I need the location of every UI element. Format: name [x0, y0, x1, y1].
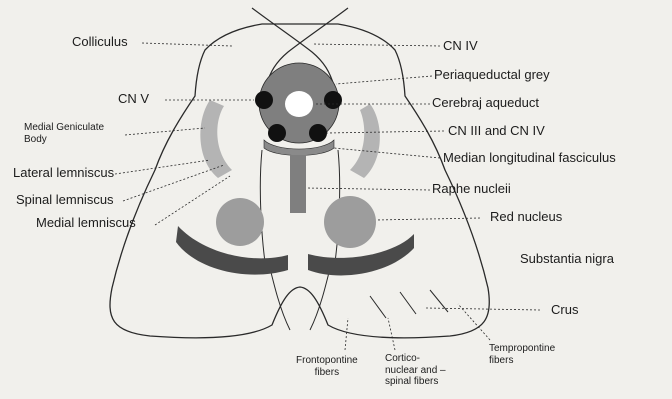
- cn-iii-iv-nucleus-left: [268, 124, 286, 142]
- label-cerebral-aqueduct: Cerebraj aqueduct: [432, 96, 539, 111]
- label-lateral-lemniscus: Lateral lemniscus: [13, 166, 114, 181]
- label-tempropontine-fibers: Tempropontine fibers: [489, 343, 555, 366]
- cn-v-nucleus-right: [324, 91, 342, 109]
- label-raphe-nuclei: Raphe nucleii: [432, 182, 511, 197]
- crus-fibers: [370, 290, 448, 318]
- lateral-lemniscus-right: [350, 104, 380, 178]
- label-cn-iii-iv: CN III and CN IV: [448, 124, 545, 139]
- cerebral-aqueduct: [285, 91, 313, 117]
- label-red-nucleus: Red nucleus: [490, 210, 562, 225]
- label-crus: Crus: [551, 303, 578, 318]
- red-nucleus-left: [216, 198, 264, 246]
- leader-frontopontine: [345, 318, 348, 350]
- cn-v-nucleus-left: [255, 91, 273, 109]
- leader-crus: [426, 308, 540, 310]
- leader-corticonuclear: [388, 318, 395, 350]
- label-medial-lemniscus: Medial lemniscus: [36, 216, 136, 231]
- label-median-longitudinal-fasciculus: Median longitudinal fasciculus: [443, 151, 616, 166]
- leader-cn-iii-iv: [327, 131, 444, 133]
- leader-tempropontine: [458, 304, 490, 340]
- label-periaqueductal-grey: Periaqueductal grey: [434, 68, 550, 83]
- leader-periaqueductal: [336, 76, 432, 84]
- leader-raphe: [306, 188, 430, 190]
- leader-spinal-lemniscus: [123, 165, 224, 201]
- red-nucleus-right: [324, 196, 376, 248]
- label-frontopontine-fibers: Frontopontine fibers: [296, 355, 358, 378]
- label-corticonuclear-spinal-fibers: Cortico- nuclear and – spinal fibers: [385, 353, 446, 388]
- lateral-lemniscus-left: [200, 100, 232, 178]
- leader-medial-geniculate: [125, 128, 205, 135]
- label-substantia-nigra: Substantia nigra: [520, 252, 614, 267]
- label-cn-iv: CN IV: [443, 39, 478, 54]
- label-spinal-lemniscus: Spinal lemniscus: [16, 193, 114, 208]
- leader-colliculus: [142, 43, 232, 46]
- cn-iii-iv-nucleus-right: [309, 124, 327, 142]
- label-colliculus: Colliculus: [72, 35, 128, 50]
- leader-red-nucleus: [376, 218, 480, 220]
- leader-lateral-lemniscus: [115, 160, 210, 174]
- raphe-nuclei: [290, 155, 306, 213]
- leader-mlf: [334, 148, 440, 158]
- label-medial-geniculate-body: Medial Geniculate Body: [24, 122, 104, 145]
- label-cn-v: CN V: [118, 92, 149, 107]
- leader-cn-iv: [312, 44, 440, 46]
